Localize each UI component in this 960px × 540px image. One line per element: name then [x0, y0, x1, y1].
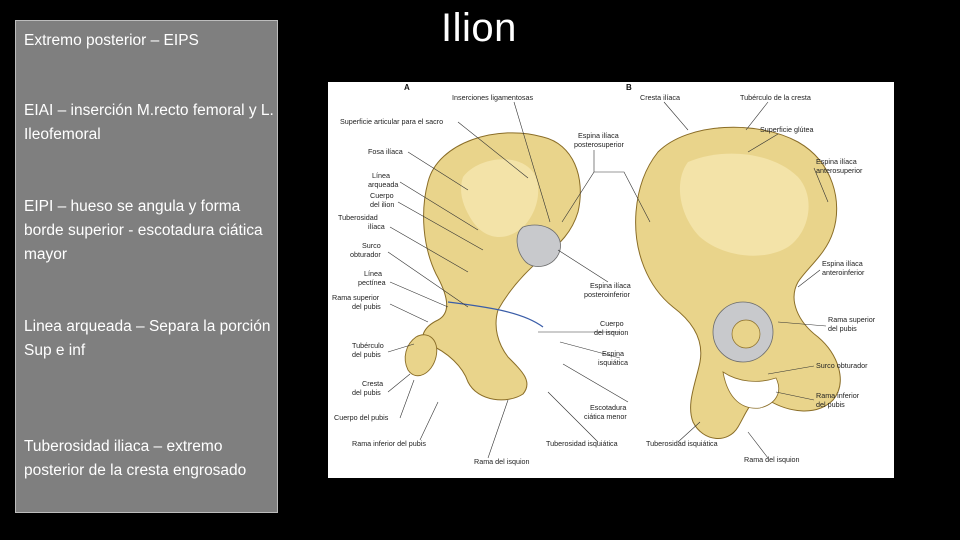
label-tuberosidad-isquiatica-a: Tuberosidad isquiática	[546, 439, 618, 448]
acetabular-fossa	[731, 319, 761, 349]
label-escotadura-1: Escotadura	[590, 403, 626, 412]
arcuate-line	[447, 301, 544, 328]
label-eipi-1: Espina ilíaca	[590, 281, 631, 290]
label-rama-inferior-pubis-r2: del pubis	[816, 400, 845, 409]
hip-bone-medial-view	[404, 132, 581, 401]
label-linea-arqueada-2: arqueada	[368, 180, 398, 189]
ilium-medial-shape	[422, 132, 581, 401]
leader-lines	[387, 101, 829, 459]
label-linea-pectinea-2: pectínea	[358, 278, 386, 287]
label-tuberculo-pubis-1: Tubérculo	[352, 341, 384, 350]
label-eiai-2: anteroinferior	[822, 268, 865, 277]
label-tuberosidad-iliaca-2: ilíaca	[368, 222, 385, 231]
hip-bone-illustration: A B Inserciones ligamentosas Cresta ilía…	[328, 82, 894, 478]
label-cuerpo-isquion-2: del isquion	[594, 328, 628, 337]
label-eips-1: Espina ilíaca	[578, 131, 619, 140]
label-rama-superior-pubis-2: del pubis	[352, 302, 381, 311]
label-surco-obturador-right: Surco obturador	[816, 361, 868, 370]
label-linea-arqueada-1: Línea	[372, 171, 390, 180]
gluteal-surface-highlight	[679, 153, 809, 256]
label-eias-2: anterosuperior	[816, 166, 863, 175]
label-inserciones: Inserciones ligamentosas	[452, 93, 534, 102]
label-linea-pectinea-1: Línea	[364, 269, 382, 278]
auricular-surface	[516, 224, 561, 267]
bullet-eipi: EIPI – hueso se angula y forma borde sup…	[24, 198, 263, 263]
label-eias-1: Espina ilíaca	[816, 157, 857, 166]
label-eiai-1: Espina ilíaca	[822, 259, 863, 268]
label-rama-superior-pubis-1: Rama superior	[332, 293, 380, 302]
label-eips-2: posterosuperior	[574, 140, 625, 149]
slide-title: Ilion	[441, 6, 517, 50]
anatomy-figure: A B Inserciones ligamentosas Cresta ilía…	[332, 83, 876, 466]
label-superficie-glutea: Superficie glútea	[760, 125, 814, 134]
label-cuerpo-ilion-2: del ilion	[370, 200, 394, 209]
bullet-linea-arqueada: Linea arqueada – Separa la porción Sup e…	[24, 318, 271, 359]
label-eipi-2: posteroinferior	[584, 290, 631, 299]
iliac-fossa-highlight	[461, 159, 539, 238]
label-tuberculo-cresta: Tubérculo de la cresta	[740, 93, 811, 102]
obturator-foramen	[722, 371, 780, 409]
label-tuberosidad-isquiatica-b: Tuberosidad isquiática	[646, 439, 718, 448]
label-cresta-pubis-2: del pubis	[352, 388, 381, 397]
label-rama-isquion-left: Rama del isquion	[474, 457, 530, 466]
label-superficie-articular: Superficie articular para el sacro	[340, 117, 443, 126]
label-cresta-pubis-1: Cresta	[362, 379, 383, 388]
bullet-eips: Extremo posterior – EIPS	[24, 32, 199, 49]
label-rama-superior-pubis-r2: del pubis	[828, 324, 857, 333]
label-tuberosidad-iliaca-1: Tuberosidad	[338, 213, 378, 222]
label-tuberculo-pubis-2: del pubis	[352, 350, 381, 359]
bullet-panel: Extremo posterior – EIPS EIAI – inserció…	[15, 20, 278, 513]
label-rama-superior-pubis-r1: Rama superior	[828, 315, 876, 324]
label-surco-obturador-2: obturador	[350, 250, 381, 259]
panel-a-letter: A	[404, 83, 410, 92]
label-cuerpo-pubis: Cuerpo del pubis	[334, 413, 389, 422]
label-rama-inferior-pubis-left: Rama inferior del pubis	[352, 439, 426, 448]
label-cuerpo-ilion-1: Cuerpo	[370, 191, 394, 200]
bullet-tuberosidad-iliaca: Tuberosidad iliaca – extremo posterior d…	[24, 438, 247, 479]
label-espina-isquiatica-2: isquiática	[598, 358, 628, 367]
pubic-body-shape	[404, 334, 438, 377]
bullet-eiai: EIAI – inserción M.recto femoral y L. Il…	[24, 102, 274, 143]
label-espina-isquiatica-1: Espina	[602, 349, 624, 358]
label-rama-inferior-pubis-r1: Rama inferior	[816, 391, 860, 400]
label-escotadura-2: ciática menor	[584, 412, 627, 421]
label-fosa-iliaca: Fosa ilíaca	[368, 147, 403, 156]
label-cresta-iliaca: Cresta ilíaca	[640, 93, 680, 102]
label-surco-obturador-1: Surco	[362, 241, 381, 250]
panel-b-letter: B	[626, 83, 632, 92]
hip-bone-lateral-view	[635, 126, 841, 439]
label-cuerpo-isquion-1: Cuerpo	[600, 319, 624, 328]
label-rama-isquion-right: Rama del isquion	[744, 455, 800, 464]
